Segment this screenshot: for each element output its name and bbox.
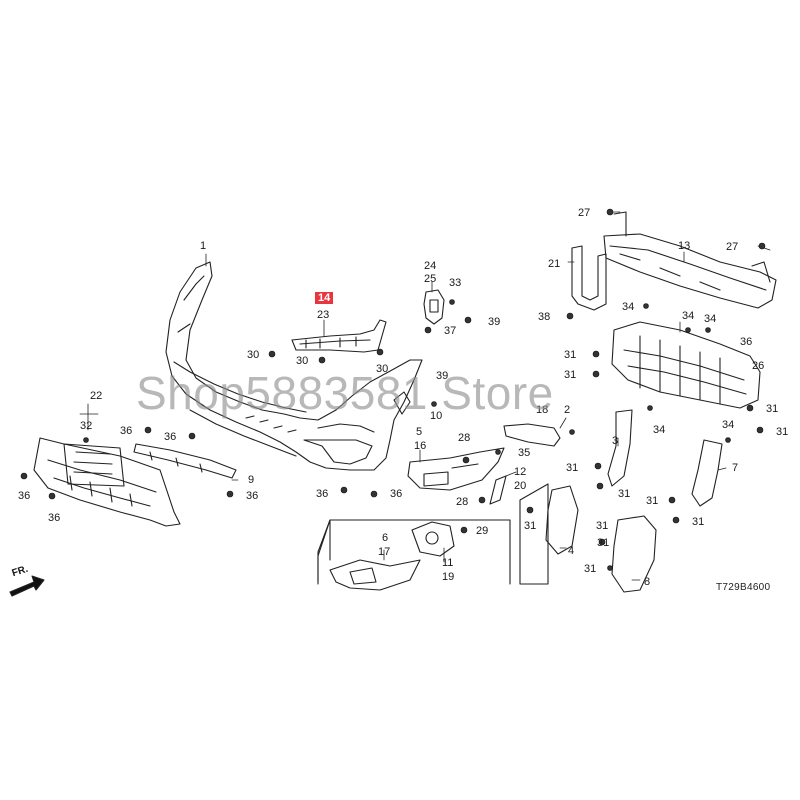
callout-36: 36 — [18, 490, 31, 502]
callout-21: 21 — [548, 258, 561, 270]
callout-34: 31 — [584, 563, 597, 575]
callout-37: 37 — [444, 325, 457, 337]
callout-39: 39 — [488, 316, 501, 328]
callout-4: 4 — [568, 545, 575, 557]
lower-grille-part — [33, 437, 181, 527]
callout-35: 35 — [518, 447, 531, 459]
callout-11: 11 — [442, 557, 454, 569]
callout-19: 19 — [442, 571, 455, 583]
bracket-4-part — [545, 485, 579, 555]
callout-31: 31 — [566, 462, 579, 474]
callout-31: 31 — [596, 520, 609, 532]
callout-31: 31 — [564, 369, 577, 381]
garnish-18-part — [503, 423, 561, 447]
callout-34: 34 — [622, 301, 635, 313]
callout-9: 9 — [248, 474, 255, 486]
callout-10: 10 — [430, 410, 443, 422]
callout-31: 31 — [646, 495, 659, 507]
callout-36: 36 — [48, 512, 61, 524]
bracket-8-part — [611, 515, 657, 593]
callout-24: 24 — [424, 260, 437, 272]
callout-31: 31 — [597, 537, 610, 549]
callout-30: 30 — [247, 349, 260, 361]
callout-23: 23 — [317, 309, 330, 321]
callout-32: 32 — [80, 420, 93, 432]
callout-14-highlighted: 14 — [315, 292, 334, 304]
callout-22: 22 — [90, 390, 103, 402]
callout-20: 20 — [514, 480, 527, 492]
callout-36: 36 — [164, 431, 177, 443]
callout-36: 36 — [120, 425, 133, 437]
callout-17: 17 — [378, 546, 391, 558]
callout-36: 36 — [246, 490, 259, 502]
callout-8: 8 — [644, 576, 651, 588]
callout-31: 31 — [618, 488, 631, 500]
callout-6: 6 — [382, 532, 389, 544]
fasteners — [20, 208, 766, 571]
callout-7: 7 — [732, 462, 739, 474]
callout-18: 18 — [536, 404, 549, 416]
callout-34: 34 — [722, 419, 735, 431]
absorber-frame-part — [611, 321, 761, 409]
callout-12: 12 — [514, 466, 527, 478]
fog-bracket-19-part — [411, 521, 455, 557]
callout-39: 39 — [436, 370, 449, 382]
callout-36: 36 — [390, 488, 403, 500]
callout-16: 16 — [414, 440, 427, 452]
callout-31: 31 — [692, 516, 705, 528]
callout-1: 1 — [200, 240, 207, 252]
strip-9-part — [133, 443, 237, 479]
callout-31: 31 — [766, 403, 779, 415]
fog-garnish-17-part — [329, 559, 421, 591]
callout-34: 34 — [682, 310, 695, 322]
upper-bracket-part — [291, 319, 387, 353]
bracket-21-part — [571, 245, 607, 311]
callout-28: 28 — [458, 432, 471, 444]
callout-34: 34 — [653, 424, 666, 436]
callout-29: 29 — [476, 525, 489, 537]
callout-31: 31 — [524, 520, 537, 532]
bracket-7-part — [691, 439, 723, 507]
callout-25: 25 — [424, 273, 437, 285]
callout-13: 13 — [678, 240, 691, 252]
leader-lines — [79, 211, 771, 581]
group-box-3-4 — [519, 483, 549, 585]
diagram-code: T729B4600 — [716, 582, 771, 593]
bumper-cover-part — [165, 261, 423, 471]
callout-3: 3 — [612, 435, 619, 447]
group-box-17-outline — [317, 519, 511, 585]
callout-27: 27 — [578, 207, 591, 219]
callout-30: 30 — [376, 363, 389, 375]
callout-31: 31 — [564, 349, 577, 361]
callout-31: 31 — [776, 426, 789, 438]
side-grille-16-part — [407, 447, 505, 491]
group-box-17 — [317, 519, 331, 583]
callout-36: 36 — [740, 336, 753, 348]
front-direction-arrow — [9, 575, 45, 597]
bracket-3-part — [607, 409, 633, 487]
callout-30: 30 — [296, 355, 309, 367]
strip-20-part — [489, 475, 507, 505]
callout-27: 27 — [726, 241, 739, 253]
callout-26: 26 — [752, 360, 765, 372]
bumper-beam-part — [603, 211, 777, 309]
callout-5: 5 — [416, 426, 423, 438]
callout-34: 34 — [704, 313, 717, 325]
side-bracket-part — [423, 289, 445, 325]
callout-38: 38 — [538, 311, 551, 323]
callout-2: 2 — [564, 404, 571, 416]
callout-33: 33 — [449, 277, 462, 289]
callout-28: 28 — [456, 496, 469, 508]
callout-36: 36 — [316, 488, 329, 500]
